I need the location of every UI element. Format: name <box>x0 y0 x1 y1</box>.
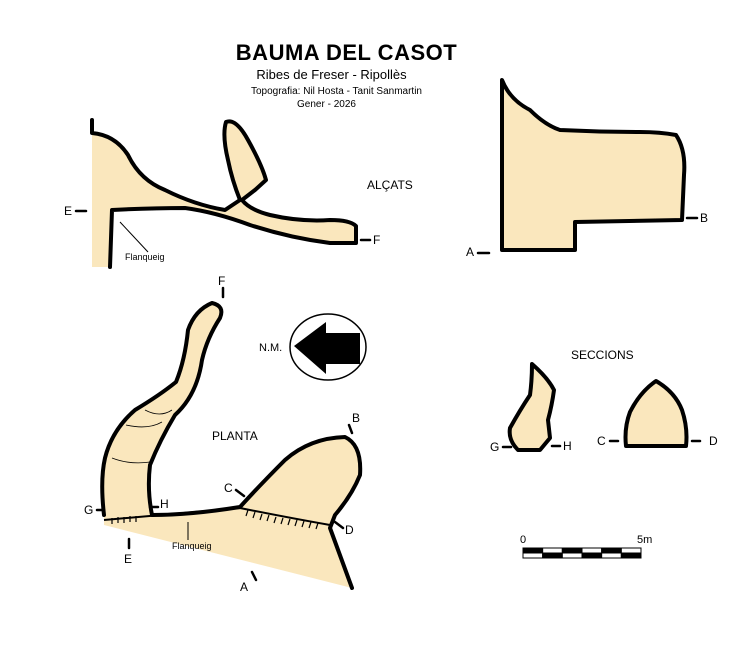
north-arrow-label: N.M. <box>259 342 282 354</box>
point-c-label: C <box>224 481 233 495</box>
scale-segment-bottom <box>601 552 622 559</box>
elevation-e-f: E F Flanqueig <box>64 118 380 269</box>
scale-segment-bottom <box>581 552 603 559</box>
elevation-a-b: A B <box>466 78 708 259</box>
point-e-label-plan: E <box>124 552 132 566</box>
section-g-h: G H <box>490 362 572 454</box>
scale-segment-top <box>601 547 622 554</box>
elevation-a-b-fill <box>502 80 685 250</box>
map-location: Ribes de Freser - Ripollès <box>256 67 407 82</box>
scale-segment-bottom <box>542 552 563 559</box>
flanqueig-label-elevation: Flanqueig <box>125 252 165 262</box>
section-point-g-label: G <box>490 440 499 454</box>
section-point-c-label: C <box>597 434 606 448</box>
survey-date: Gener - 2026 <box>297 99 356 110</box>
scale-segments <box>522 547 642 559</box>
elevation-a-b-outline <box>500 78 687 252</box>
point-f-label-plan: F <box>218 274 225 288</box>
plan-ledge-hatch <box>111 509 319 530</box>
point-c-marker <box>234 488 246 498</box>
elevation-e-f-fill <box>92 120 356 267</box>
elevation-e-f-outline <box>90 118 358 269</box>
scale-segment-top <box>581 547 603 554</box>
section-c-d: C D <box>597 379 718 448</box>
scale-start-label: 0 <box>520 534 526 546</box>
point-g-label: G <box>84 503 93 517</box>
point-b-marker-plan <box>347 423 354 435</box>
flanqueig-leader-elevation <box>119 221 149 253</box>
point-b-label-plan: B <box>352 411 360 425</box>
point-a-marker-plan <box>250 570 258 582</box>
point-a-label-elevation: A <box>466 245 474 259</box>
section-point-d-label: D <box>709 434 718 448</box>
plan-outline <box>100 301 363 590</box>
scale-segment-bottom <box>561 552 583 559</box>
point-d-marker <box>333 520 345 530</box>
point-b-label-elevation: B <box>700 211 708 225</box>
scale-segment-top <box>620 547 642 554</box>
north-arrow: N.M. <box>259 313 367 381</box>
section-g-h-shape <box>507 362 556 452</box>
scale-segment-bottom <box>620 552 642 559</box>
plan-ledge-line <box>103 506 331 526</box>
scale-segment-top <box>542 547 563 554</box>
elevations-label: ALÇATS <box>367 178 413 192</box>
section-point-h-label: H <box>563 439 572 453</box>
plan-label: PLANTA <box>212 429 258 443</box>
section-c-d-shape <box>623 379 689 448</box>
point-e-label: E <box>64 204 72 218</box>
map-title: BAUMA DEL CASOT <box>235 40 458 65</box>
plan-fill <box>102 303 361 588</box>
point-d-label: D <box>345 523 354 537</box>
scale-segment-top <box>561 547 583 554</box>
scale-segment-bottom <box>522 552 544 559</box>
point-a-label-plan: A <box>240 580 248 594</box>
plan-view: Flanqueig PLANTA F G H E C B D A <box>84 274 363 594</box>
plan-inner-lines <box>111 409 173 464</box>
north-arrow-shape <box>294 322 360 374</box>
point-f-label: F <box>373 233 380 247</box>
point-h-label: H <box>160 497 169 511</box>
sections-label: SECCIONS <box>571 348 634 362</box>
scale-segment-top <box>522 547 544 554</box>
flanqueig-label-plan: Flanqueig <box>172 541 212 551</box>
scale-end-label: 5m <box>637 534 652 546</box>
survey-credits: Topografia: Nil Hosta - Tanit Sanmartin <box>250 86 422 97</box>
scale-bar: 0 5m <box>520 534 652 559</box>
